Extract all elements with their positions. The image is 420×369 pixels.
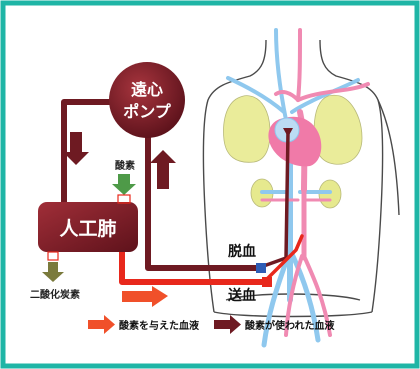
legend-oxygenated-arrow-icon xyxy=(104,315,115,334)
left-lung xyxy=(223,95,271,163)
return-connector xyxy=(262,277,272,287)
pump-label-line1: 遠心 xyxy=(131,80,163,99)
flow-up-arrow xyxy=(150,150,176,189)
oxygen-arrow-shaft xyxy=(118,174,130,184)
patient-body xyxy=(202,39,400,318)
drain-connector xyxy=(256,263,266,273)
return-label: 送血 xyxy=(227,287,256,304)
co2-arrow-icon xyxy=(42,272,64,282)
drain-tip-arrow xyxy=(283,128,293,137)
co2-port xyxy=(47,251,59,261)
legend-deoxygenated-label: 酸素が使われた血液 xyxy=(245,319,335,332)
legend-deoxygenated: 酸素が使われた血液 xyxy=(214,315,335,334)
co2-label: 二酸化炭素 xyxy=(30,288,80,301)
return-tubing xyxy=(119,234,304,285)
centrifugal-pump: 遠心 ポンプ xyxy=(109,62,185,138)
legend-deoxygenated-arrow-icon xyxy=(230,315,241,334)
legend-oxygenated: 酸素を与えた血液 xyxy=(88,315,199,334)
flow-right-arrow xyxy=(122,286,168,307)
flow-down-arrow xyxy=(63,132,89,165)
oxygenator: 人工肺 xyxy=(38,202,138,252)
legend-oxygenated-label: 酸素を与えた血液 xyxy=(119,319,199,332)
oxygen-label: 酸素 xyxy=(115,159,135,172)
oxygen-input: 酸素 xyxy=(112,159,136,204)
oxygen-port xyxy=(117,194,131,204)
co2-output: 二酸化炭素 xyxy=(30,251,80,301)
legend-oxygenated-arrow-shaft xyxy=(88,320,106,329)
oxygenator-label: 人工肺 xyxy=(59,218,116,240)
pump-label-line2: ポンプ xyxy=(123,102,172,121)
legend: 酸素を与えた血液 酸素が使われた血液 xyxy=(88,315,335,334)
drain-label: 脱血 xyxy=(228,243,256,260)
legend-deoxygenated-arrow-shaft xyxy=(214,320,232,329)
co2-arrow-shaft xyxy=(48,262,58,272)
oxygen-arrow-icon xyxy=(112,184,136,195)
